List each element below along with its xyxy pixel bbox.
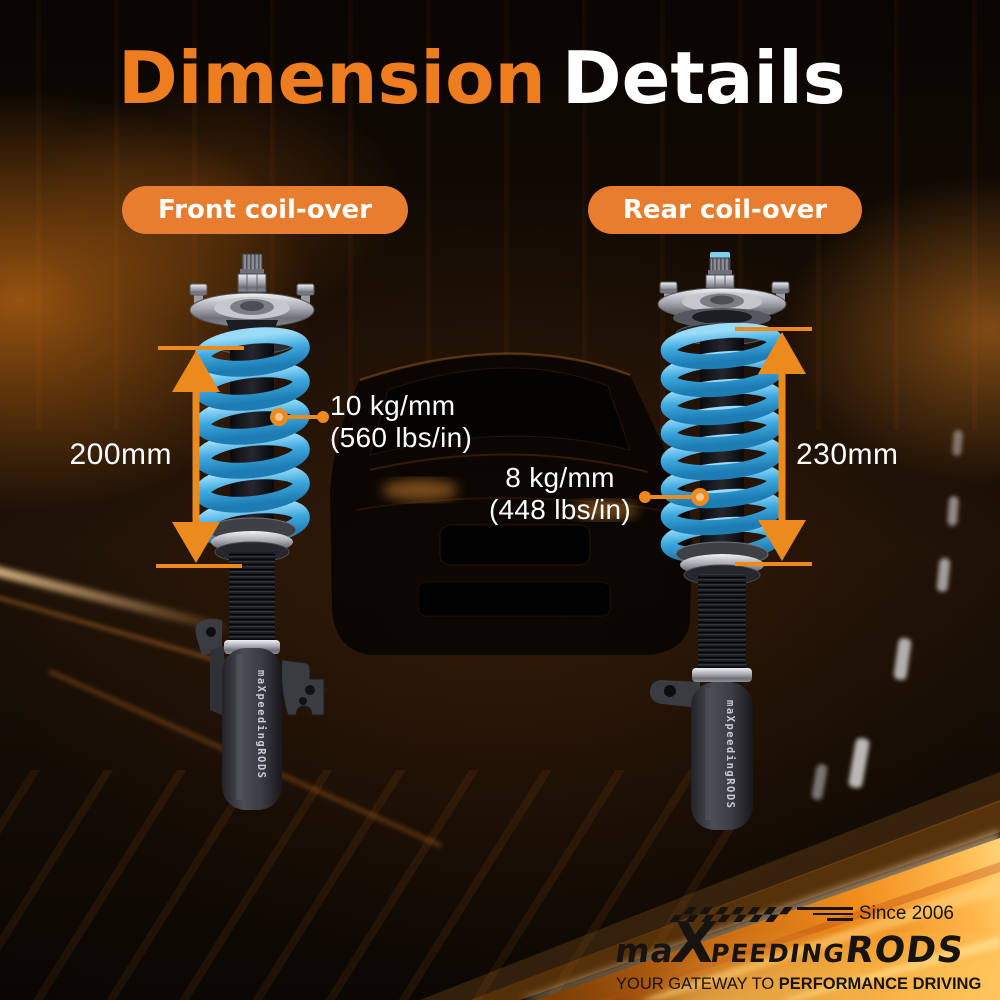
brand-since: Since 2006	[858, 903, 954, 924]
brand-tagline-bold: PERFORMANCE DRIVING	[778, 974, 982, 993]
front-coilover-badge: Front coil-over	[122, 186, 408, 234]
shock-body-brand-text: maXpeedingRODS	[255, 670, 267, 780]
rear-coilover-badge-label: Rear coil-over	[622, 195, 828, 225]
lower-mount-bracket	[650, 680, 700, 708]
threaded-body	[698, 574, 746, 672]
rear-coilover-image: maXpeedingRODS	[650, 252, 790, 830]
rear-spring-rate-imperial: (448 lbs/in)	[488, 494, 632, 525]
brand-tagline-regular: YOUR GATEWAY TO	[616, 974, 775, 993]
car-silhouette	[330, 352, 692, 655]
adjuster-knob	[237, 253, 267, 293]
brand-logo: Since 2006 ma X peeding RODS YOUR GATEWA…	[613, 903, 982, 994]
front-height-label: 200mm	[69, 438, 172, 471]
rear-spring-rate-metric: 8 kg/mm	[505, 462, 615, 493]
brand-tagline: YOUR GATEWAY TO PERFORMANCE DRIVING	[616, 974, 981, 994]
brand-wordmark-ma: ma	[612, 931, 677, 970]
lower-tube: maXpeedingRODS	[222, 648, 282, 810]
front-coilover-image: maXpeedingRODS	[189, 253, 325, 810]
rear-coilover-badge: Rear coil-over	[588, 186, 862, 234]
brand-logo-top-row: Since 2006	[616, 903, 954, 924]
brand-wordmark: ma X peeding RODS	[612, 911, 967, 976]
coil-spring	[660, 322, 784, 564]
adjuster-knob	[705, 252, 735, 293]
front-spring-rate-imperial: (560 lbs/in)	[330, 422, 473, 453]
brand-wordmark-rods: RODS	[842, 930, 967, 971]
tube-collar	[692, 668, 752, 682]
title-highlight: Dimension	[118, 36, 546, 120]
shock-body-brand-text: maXpeedingRODS	[724, 700, 736, 810]
title-rest: Details	[561, 36, 846, 120]
front-spring-rate-metric: 10 kg/mm	[330, 390, 456, 421]
speed-lines-icon	[796, 907, 853, 921]
rear-spring-rate-label: 8 kg/mm (448 lbs/in)	[472, 462, 648, 526]
threaded-body	[229, 552, 275, 646]
lower-tube: maXpeedingRODS	[691, 682, 753, 830]
fork-bracket	[281, 659, 325, 716]
brand-wordmark-peeding: peeding	[708, 939, 848, 968]
rear-height-label: 230mm	[796, 438, 899, 471]
lower-mount-bracket	[195, 618, 224, 716]
front-coilover-badge-label: Front coil-over	[158, 195, 372, 225]
front-spring-rate-label: 10 kg/mm (560 lbs/in)	[330, 390, 472, 454]
coil-spring	[194, 327, 310, 547]
